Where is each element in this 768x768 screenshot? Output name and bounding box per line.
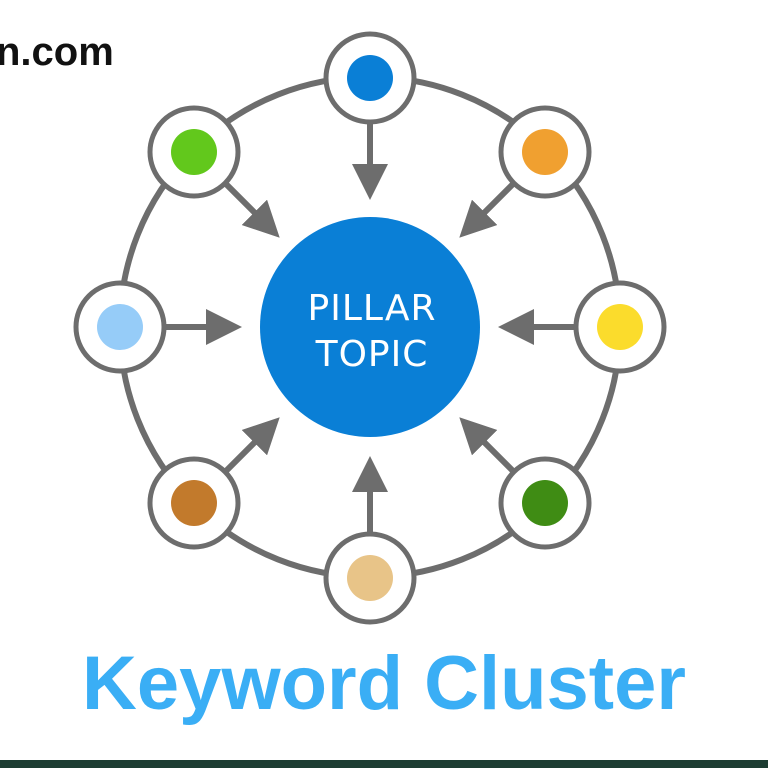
node-top <box>323 31 417 125</box>
node-dot-top-right <box>522 129 568 175</box>
arrow-bottom-left <box>223 417 280 474</box>
node-dot-bottom-left <box>171 480 217 526</box>
arrow-bottom-right <box>459 417 516 474</box>
node-dot-bottom <box>347 555 393 601</box>
arrows <box>165 123 575 533</box>
arrow-top-left <box>223 181 280 238</box>
node-top-left <box>147 105 241 199</box>
node-bottom-left <box>147 456 241 550</box>
diagram-title: Keyword Cluster <box>82 641 686 726</box>
node-left <box>73 280 167 374</box>
node-dot-bottom-right <box>522 480 568 526</box>
node-bottom <box>323 531 417 625</box>
node-top-right <box>498 105 592 199</box>
node-dot-top <box>347 55 393 101</box>
pillar-topic-label-line2: TOPIC <box>315 334 429 375</box>
arrow-top-right <box>459 181 516 238</box>
node-dot-left <box>97 304 143 350</box>
node-bottom-right <box>498 456 592 550</box>
pillar-topic-circle <box>260 217 480 437</box>
node-dot-right <box>597 304 643 350</box>
watermark-text: n.com <box>0 30 114 74</box>
node-dot-top-left <box>171 129 217 175</box>
footer-bar <box>0 760 768 768</box>
node-right <box>573 280 667 374</box>
pillar-topic-label-line1: PILLAR <box>308 288 437 329</box>
